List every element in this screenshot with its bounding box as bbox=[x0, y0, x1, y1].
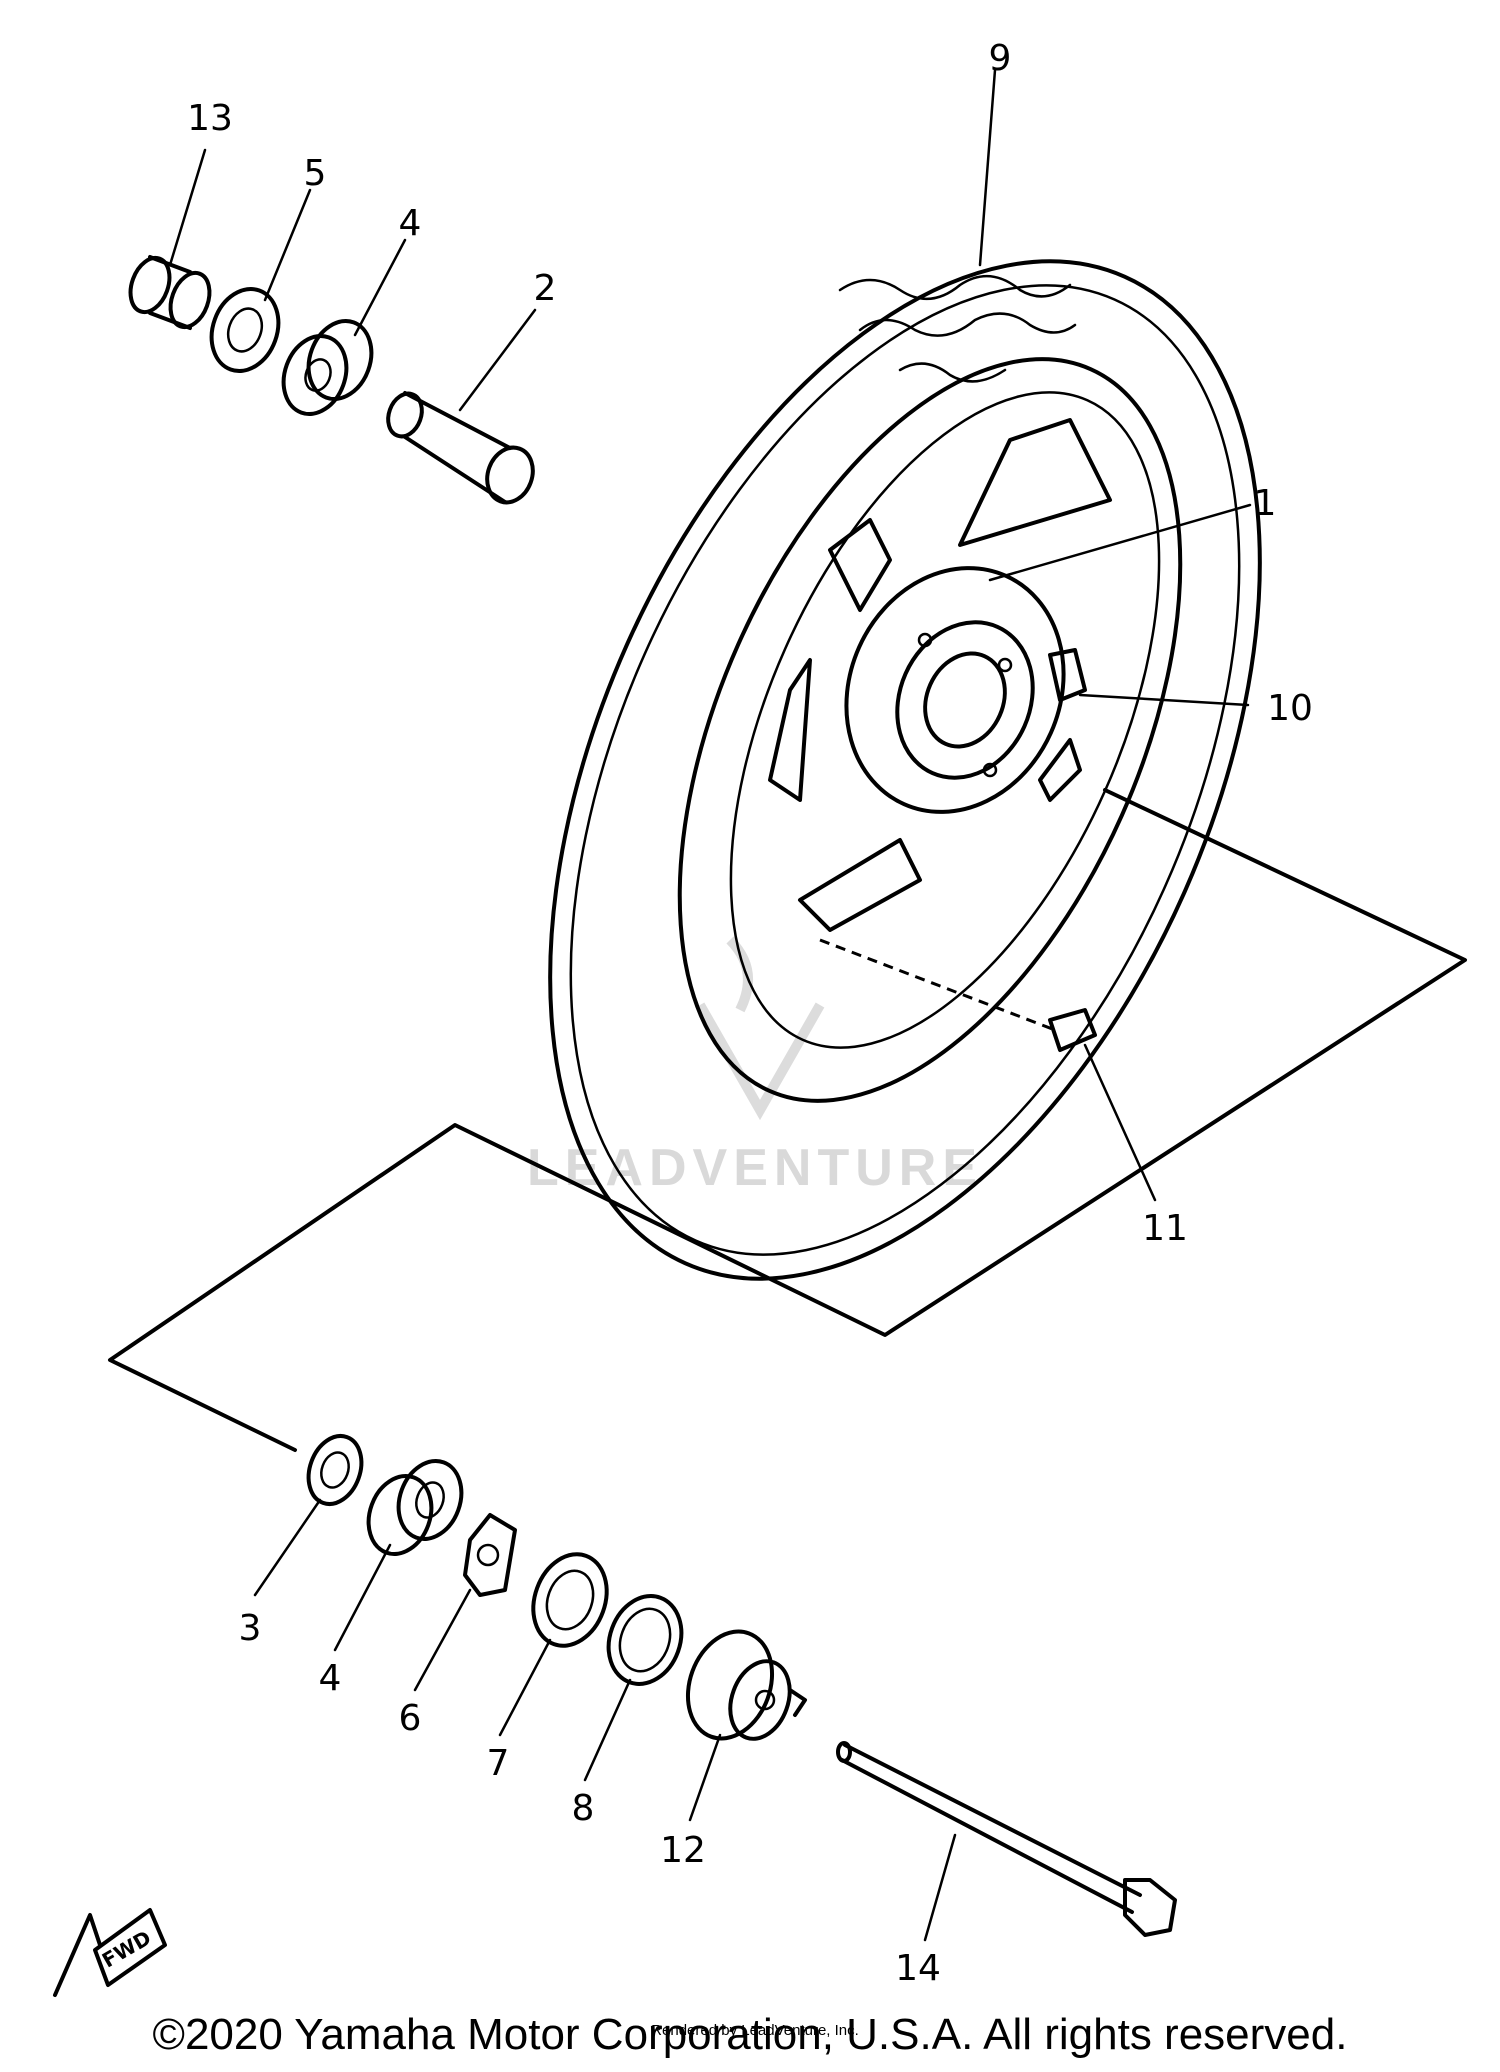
callout-9: 9 bbox=[989, 38, 1012, 79]
exploded-frame bbox=[108, 788, 1467, 1452]
valve bbox=[1048, 648, 1087, 702]
hub bbox=[844, 566, 1066, 814]
leader-lines bbox=[168, 68, 1252, 1942]
watermark-text: LEADVENTURE bbox=[527, 1139, 983, 1197]
gear-unit bbox=[685, 1629, 807, 1741]
callout-5: 5 bbox=[304, 153, 327, 194]
clutch bbox=[463, 1513, 517, 1597]
callout-6: 6 bbox=[399, 1698, 422, 1739]
callout-10: 10 bbox=[1267, 688, 1313, 729]
callout-11: 11 bbox=[1142, 1208, 1188, 1249]
callout-12: 12 bbox=[660, 1830, 706, 1871]
callout-4b: 4 bbox=[319, 1658, 342, 1699]
callout-4a: 4 bbox=[399, 203, 422, 244]
callout-14: 14 bbox=[895, 1948, 941, 1989]
copyright-notice: ©2020 Yamaha Motor Corporation, U.S.A. A… bbox=[152, 2010, 1348, 2059]
callout-1: 1 bbox=[1254, 483, 1277, 524]
collar-small bbox=[306, 1434, 364, 1506]
collar bbox=[128, 255, 212, 330]
axle bbox=[836, 1741, 1177, 1937]
callout-13: 13 bbox=[187, 98, 233, 139]
bearing-top bbox=[281, 319, 374, 416]
spacer bbox=[386, 391, 535, 505]
callout-3: 3 bbox=[239, 1608, 262, 1649]
watermark-small-text: Rendered by LeadVenture, Inc. bbox=[651, 2022, 859, 2039]
circlip bbox=[606, 1594, 684, 1686]
oil-seal-bottom bbox=[531, 1552, 609, 1648]
callout-2: 2 bbox=[534, 268, 557, 309]
balance-weight bbox=[1048, 1008, 1097, 1052]
callout-7: 7 bbox=[487, 1743, 510, 1784]
leadventure-watermark-logo bbox=[695, 936, 825, 1121]
callout-8: 8 bbox=[572, 1788, 595, 1829]
fwd-arrow-icon: FWD bbox=[53, 1908, 167, 1997]
bearing-bottom bbox=[366, 1459, 464, 1556]
wheel-assembly bbox=[548, 259, 1262, 1281]
oil-seal bbox=[209, 287, 281, 373]
fwd-label: FWD bbox=[98, 1925, 155, 1972]
